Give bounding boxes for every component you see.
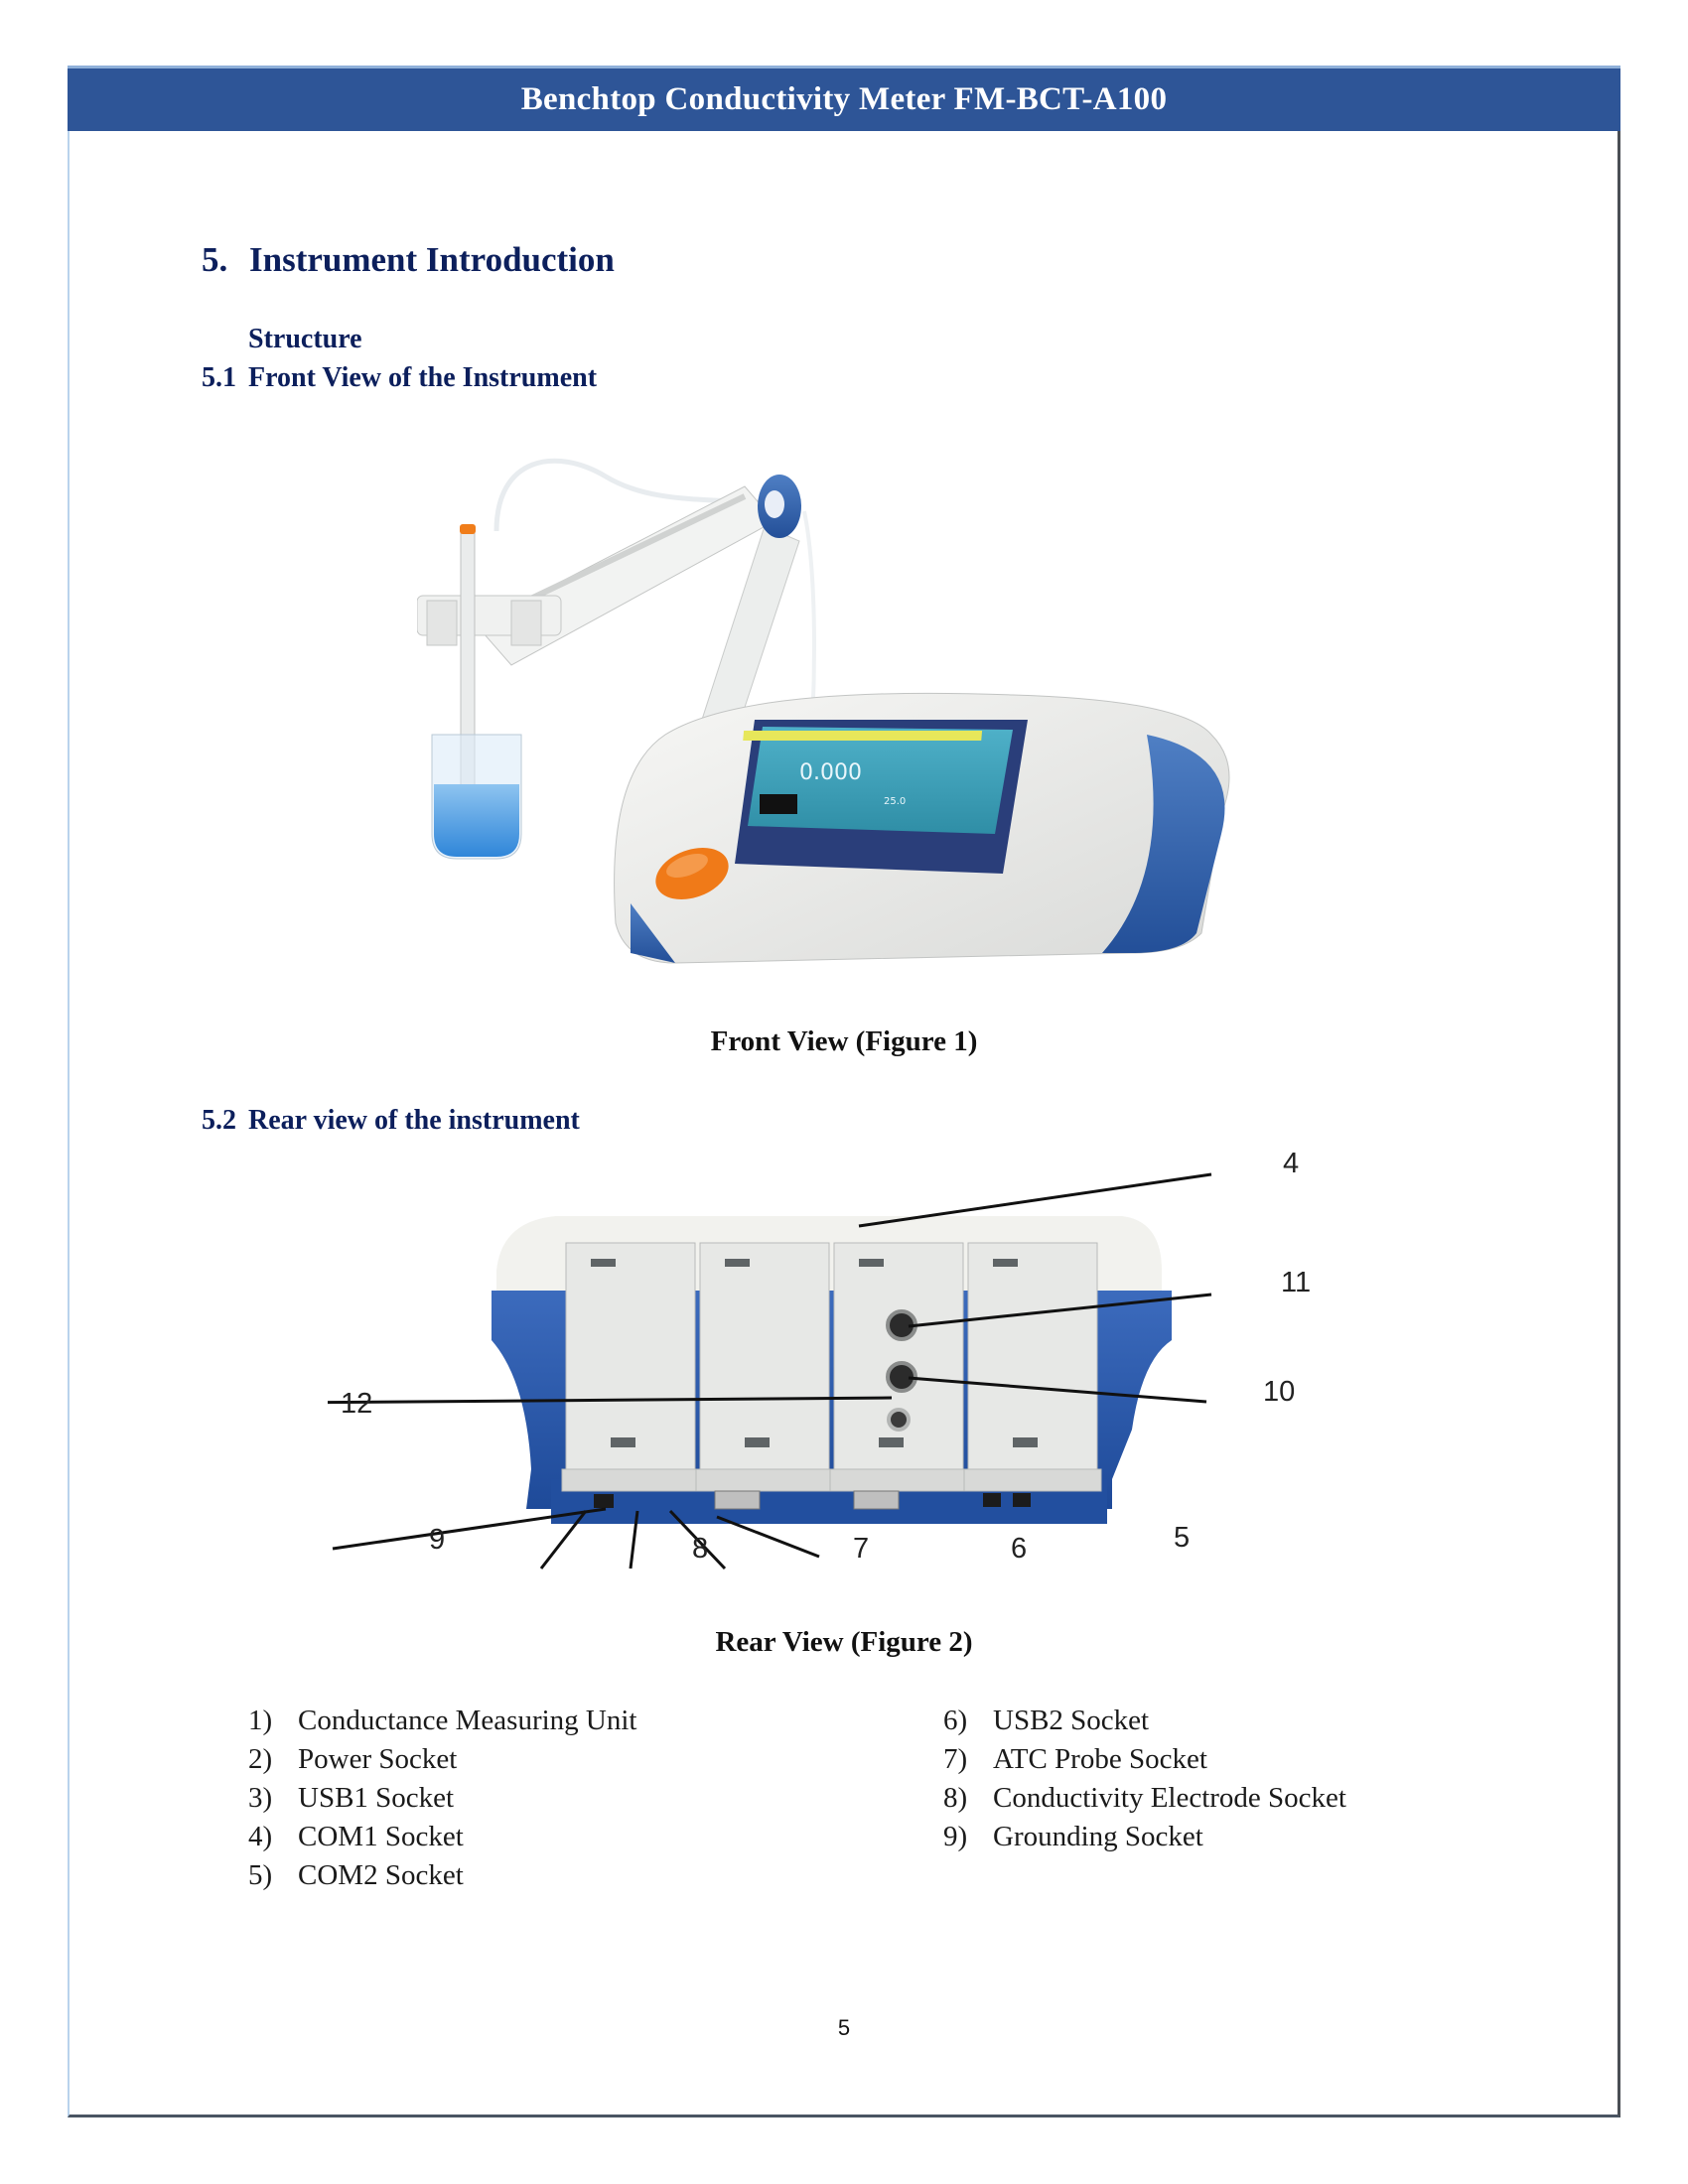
subsection-title: Front View of the Instrument	[248, 362, 598, 393]
list-item: 2)Power Socket	[248, 1743, 458, 1775]
subsection-heading-front: 5.1 Front View of the Instrument	[202, 362, 597, 394]
callout-9: 9	[429, 1524, 446, 1556]
instrument-rear-illustration	[287, 1172, 1212, 1570]
subsection-number: 5.2	[202, 1105, 236, 1136]
callout-5: 5	[1174, 1522, 1191, 1554]
instrument-front-illustration: 0.000 25.0	[416, 458, 1230, 964]
front-view-figure: 0.000 25.0	[416, 437, 1251, 993]
list-item: 9)Grounding Socket	[943, 1821, 1203, 1852]
list-item: 5)COM2 Socket	[248, 1859, 464, 1891]
screen-reading: 0.000	[799, 760, 862, 785]
front-view-caption: Front View (Figure 1)	[710, 1025, 978, 1057]
callout-6: 6	[1011, 1533, 1028, 1565]
page-number: 5	[837, 2015, 851, 2040]
subsection-number: 5.1	[202, 362, 236, 393]
document-title: Benchtop Conductivity Meter FM-BCT-A100	[520, 81, 1168, 117]
screen-temperature: 25.0	[884, 796, 906, 807]
structure-subheading: Structure	[248, 324, 362, 354]
parts-list-left: 1)Conductance Measuring Unit 2)Power Soc…	[248, 1702, 636, 1895]
rear-view-figure: 4 11 10	[287, 1142, 1321, 1608]
list-item: 8)Conductivity Electrode Socket	[943, 1782, 1346, 1814]
page-frame	[68, 66, 1620, 2117]
section-number: 5.	[202, 240, 228, 279]
list-item: 4)COM1 Socket	[248, 1821, 464, 1852]
section-title: Instrument Introduction	[249, 240, 615, 279]
callout-11: 11	[1281, 1267, 1312, 1298]
callout-8: 8	[692, 1533, 709, 1565]
callout-10: 10	[1263, 1376, 1296, 1408]
list-item: 3)USB1 Socket	[248, 1782, 455, 1814]
callout-4: 4	[1283, 1148, 1300, 1179]
parts-list-right: 6)USB2 Socket 7)ATC Probe Socket 8)Condu…	[943, 1702, 1346, 1856]
list-item: 6)USB2 Socket	[943, 1705, 1150, 1736]
header-band: Benchtop Conductivity Meter FM-BCT-A100	[68, 66, 1620, 131]
callout-7: 7	[853, 1533, 870, 1565]
subsection-title: Rear view of the instrument	[248, 1105, 580, 1136]
section-heading: 5. Instrument Introduction	[202, 240, 615, 280]
callout-12: 12	[341, 1388, 373, 1420]
list-item: 1)Conductance Measuring Unit	[248, 1705, 637, 1736]
list-item: 7)ATC Probe Socket	[943, 1743, 1207, 1775]
subsection-heading-rear: 5.2 Rear view of the instrument	[202, 1105, 580, 1137]
rear-view-caption: Rear View (Figure 2)	[715, 1626, 973, 1658]
